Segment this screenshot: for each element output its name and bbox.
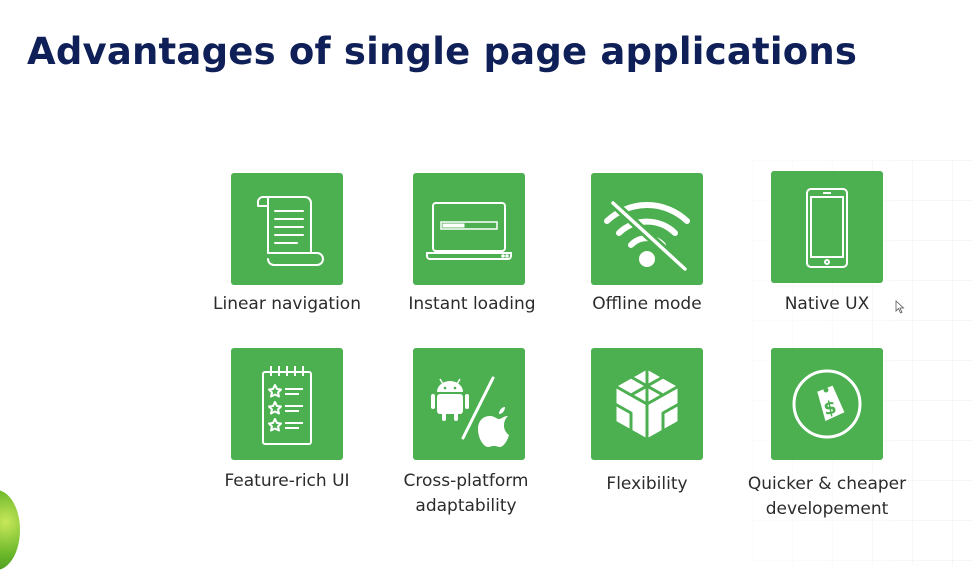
android-icon <box>431 378 469 421</box>
tile-flexibility <box>591 348 703 460</box>
wifi-off-icon <box>604 198 690 274</box>
price-tag-dollar-icon: $ <box>792 369 862 439</box>
cube-icon <box>613 366 681 442</box>
smartphone-icon <box>806 188 848 268</box>
page-title: Advantages of single page applications <box>27 30 858 73</box>
tile-native-ux <box>771 171 883 283</box>
svg-text:$: $ <box>822 397 839 420</box>
feature-label: Instant loading <box>408 294 536 314</box>
green-decoration <box>0 490 20 570</box>
android-apple-icon <box>431 376 509 447</box>
tile-feature-rich-ui <box>231 348 343 460</box>
feature-label: Linear navigation <box>213 294 361 314</box>
tile-quicker-cheaper: $ <box>771 348 883 460</box>
feature-label: Native UX <box>784 294 870 314</box>
tile-cross-platform <box>413 348 525 460</box>
laptop-loading-icon <box>426 202 512 260</box>
mouse-cursor-icon <box>895 300 905 314</box>
scroll-icon <box>257 196 324 266</box>
tile-offline-mode <box>591 173 703 285</box>
feature-label: Flexibility <box>606 474 688 494</box>
feature-label: Quicker & cheaper developement <box>747 474 907 519</box>
feature-label: Feature-rich UI <box>224 471 350 491</box>
tile-linear-navigation <box>231 173 343 285</box>
checklist-stars-icon <box>262 366 312 445</box>
tile-instant-loading <box>413 173 525 285</box>
apple-icon <box>478 407 509 447</box>
feature-label: Cross-platform adaptability <box>403 471 529 516</box>
feature-label: Offline mode <box>592 294 702 314</box>
